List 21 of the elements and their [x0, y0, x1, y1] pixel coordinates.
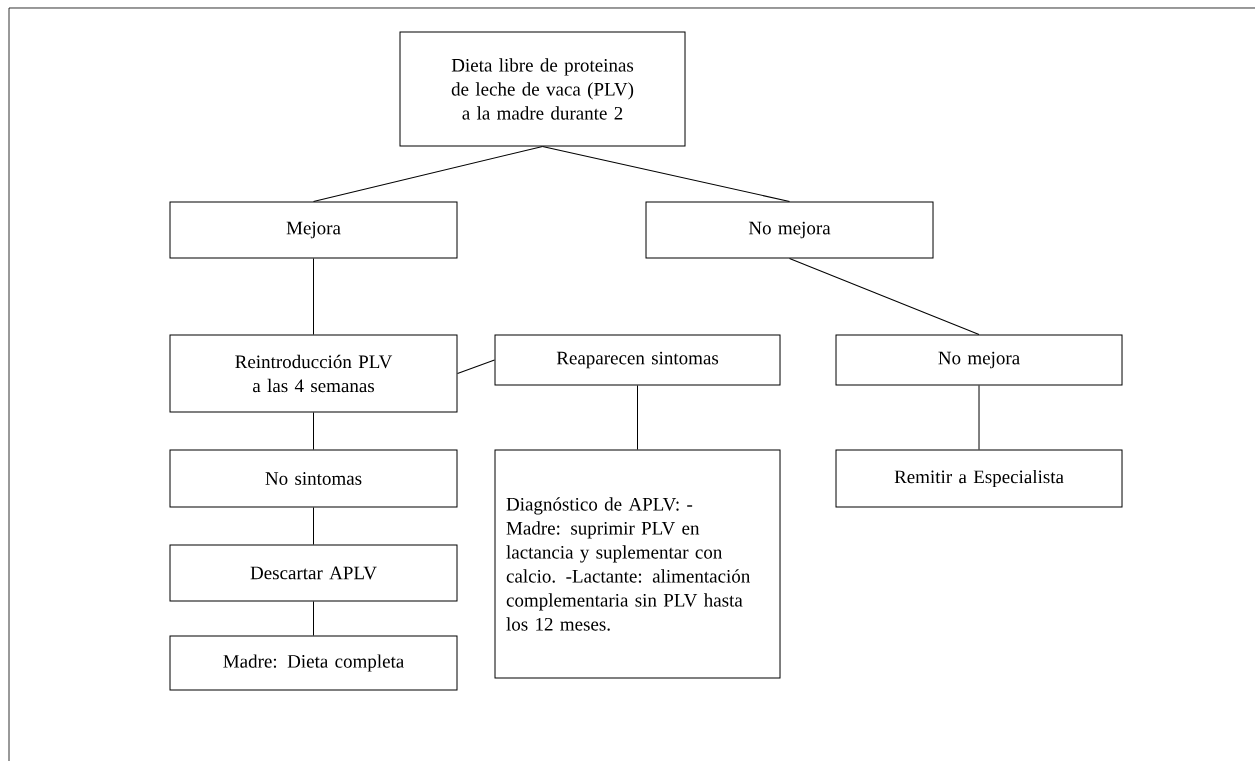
- process-box: No mejora: [835, 334, 1123, 386]
- connector-line: [313, 258, 314, 335]
- connector-line: [313, 146, 543, 202]
- connector-line: [637, 385, 638, 450]
- process-box: Reaparecen sintomas: [494, 334, 781, 386]
- process-box: No sintomas: [169, 449, 458, 508]
- process-box: No mejora: [645, 201, 934, 259]
- process-box: Dieta libre de proteinas de leche de vaca (PLV) a la madre durante 2: [399, 31, 686, 147]
- process-box: Madre: Dieta completa: [169, 635, 458, 691]
- connector-line: [313, 601, 314, 636]
- connector-line: [542, 146, 790, 202]
- process-box: Descartar APLV: [169, 544, 458, 602]
- connector-line: [313, 412, 314, 450]
- connector-line: [789, 258, 980, 335]
- connector-line: [978, 385, 980, 450]
- process-box: Mejora: [169, 201, 458, 259]
- process-box: Diagnóstico de APLV: -Madre: suprimir PLV en lactancia y suplementar con calcio. -Lactante: alimentación complementaria sin PLV hasta los 12 meses.: [494, 449, 781, 679]
- connector-line: [457, 359, 495, 374]
- connector-line: [313, 507, 314, 545]
- process-box: Reintroducción PLV a las 4 semanas: [169, 334, 458, 413]
- process-box: Remitir a Especialista: [835, 449, 1123, 508]
